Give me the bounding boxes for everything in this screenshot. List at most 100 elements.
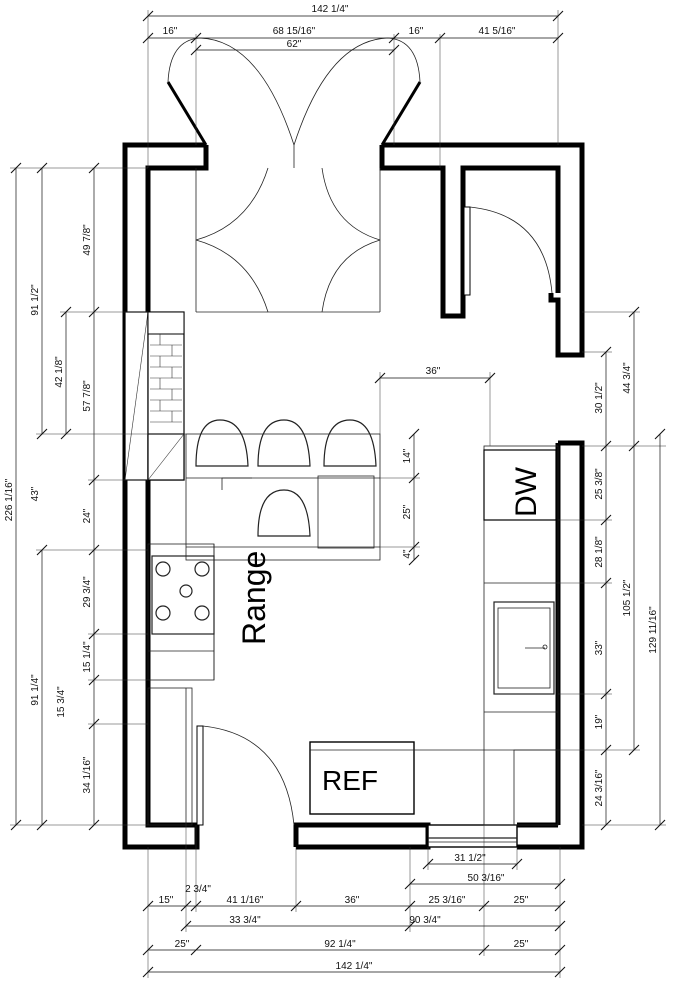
stool-2 <box>257 419 311 467</box>
outer-wall <box>122 142 206 850</box>
dim-left-57: 57 7/8" <box>82 380 93 412</box>
dim-top-16-left: 16" <box>163 26 178 37</box>
dimension-lines <box>10 10 666 978</box>
dim-left-49: 49 7/8" <box>82 224 93 256</box>
bottom-window <box>427 824 518 848</box>
right-lower-wall <box>517 440 585 850</box>
top-door-right-swing <box>293 37 421 146</box>
dim-island-25: 25" <box>402 504 413 519</box>
dim-bot-31: 31 1/2" <box>454 853 486 864</box>
dim-island-36: 36" <box>426 366 441 377</box>
dim-bot-90: 90 3/4" <box>409 915 441 926</box>
dim-left-43: 43" <box>30 486 41 501</box>
closet-door-leaf <box>463 206 471 296</box>
ref-label: REF <box>322 765 378 796</box>
island-sink-box <box>317 475 375 549</box>
top-door-left-swing <box>167 37 295 146</box>
dim-left-15-q: 15 1/4" <box>82 641 93 673</box>
range-area: Range <box>147 543 272 826</box>
range-label: Range <box>236 551 272 645</box>
dim-left-15-3q: 15 3/4" <box>56 686 67 718</box>
dim-island-4: 4" <box>402 549 413 559</box>
hearth-diag <box>147 433 185 481</box>
dim-left-226: 226 1/16" <box>4 478 15 521</box>
dim-right-30: 30 1/2" <box>594 382 605 414</box>
dim-bot-overall: 142 1/4" <box>336 961 373 972</box>
dim-right-33: 33" <box>594 640 605 655</box>
stool-4 <box>257 489 311 537</box>
dim-left-34: 34 1/16" <box>82 756 93 793</box>
pantry-door-left-swing-2 <box>195 239 269 313</box>
left-base-cabinet <box>147 687 193 826</box>
brick-pattern <box>150 334 182 423</box>
faucet-center <box>542 644 548 650</box>
dimension-labels: 142 1/4" 16" 68 15/16" 62" 16" 41 5/16" … <box>4 4 659 972</box>
inner-wall <box>145 145 209 828</box>
island-notch <box>221 477 252 490</box>
burner-1 <box>155 561 171 577</box>
dim-right-25: 25 3/8" <box>594 468 605 500</box>
refrigerator: REF <box>309 741 484 815</box>
top-door-left-leaf <box>166 81 208 146</box>
dim-bot-92: 92 1/4" <box>324 939 356 950</box>
dim-top-16-right: 16" <box>409 26 424 37</box>
dim-bot-2-3q: 2 3/4" <box>185 884 211 895</box>
dim-top-62: 62" <box>287 39 302 50</box>
dim-left-91-bottom: 91 1/4" <box>30 674 41 706</box>
inner-wall-right <box>379 145 561 319</box>
range-body <box>151 555 215 635</box>
dim-right-105: 105 1/2" <box>622 579 633 616</box>
stool-3 <box>323 419 377 467</box>
dim-right-129: 129 11/16" <box>648 606 659 654</box>
burner-2 <box>194 561 210 577</box>
dim-left-29: 29 3/4" <box>82 576 93 608</box>
doors <box>166 37 553 826</box>
dim-bot-15: 15" <box>159 895 174 906</box>
burner-3 <box>179 584 193 598</box>
dim-bot-25-3-16: 25 3/16" <box>429 895 466 906</box>
sink-basin <box>493 601 555 695</box>
closet-door-swing <box>469 206 553 294</box>
brick-wall <box>124 311 185 481</box>
ref-body <box>309 741 415 815</box>
dim-bot-50: 50 3/16" <box>468 873 505 884</box>
bottom-door-leaf <box>196 725 204 826</box>
dim-right-44: 44 3/4" <box>622 362 633 394</box>
dw-label: DW <box>510 466 543 517</box>
dim-left-42: 42 1/8" <box>54 356 65 388</box>
island <box>185 419 381 561</box>
dishwasher <box>483 449 557 521</box>
dim-bot-25-b: 25" <box>175 939 190 950</box>
stool-1 <box>195 419 249 467</box>
dim-top-68: 68 15/16" <box>273 26 316 37</box>
pantry-door-left-swing <box>195 167 269 241</box>
right-cab-box <box>513 749 559 826</box>
bottom-door-swing <box>202 725 295 826</box>
pantry-door-right-swing-2 <box>321 239 381 313</box>
island-top <box>185 433 381 561</box>
dim-bot-33: 33 3/4" <box>229 915 261 926</box>
brick-diag-1 <box>124 311 149 481</box>
top-door-right-leaf <box>380 81 422 146</box>
dim-right-24: 24 3/16" <box>594 769 605 806</box>
sink-inner <box>497 607 551 689</box>
dim-bot-25-a: 25" <box>514 895 529 906</box>
bottom-wall <box>293 822 431 850</box>
dim-left-24: 24" <box>82 508 93 523</box>
dim-left-91-top: 91 1/2" <box>30 284 41 316</box>
dim-bot-41: 41 1/16" <box>227 895 264 906</box>
dim-right-19: 19" <box>594 714 605 729</box>
dim-bot-36: 36" <box>345 895 360 906</box>
dim-bot-25-c: 25" <box>514 939 529 950</box>
right-counter: DW <box>483 445 559 826</box>
burner-5 <box>194 605 210 621</box>
dim-right-28: 28 1/8" <box>594 536 605 568</box>
pantry-door-right-swing <box>321 167 381 241</box>
outer-wall-right <box>382 142 585 358</box>
brick-cap <box>147 311 185 335</box>
dim-island-14: 14" <box>402 448 413 463</box>
dim-top-41: 41 5/16" <box>479 26 516 37</box>
burner-4 <box>155 605 171 621</box>
dim-top-overall: 142 1/4" <box>312 4 349 15</box>
